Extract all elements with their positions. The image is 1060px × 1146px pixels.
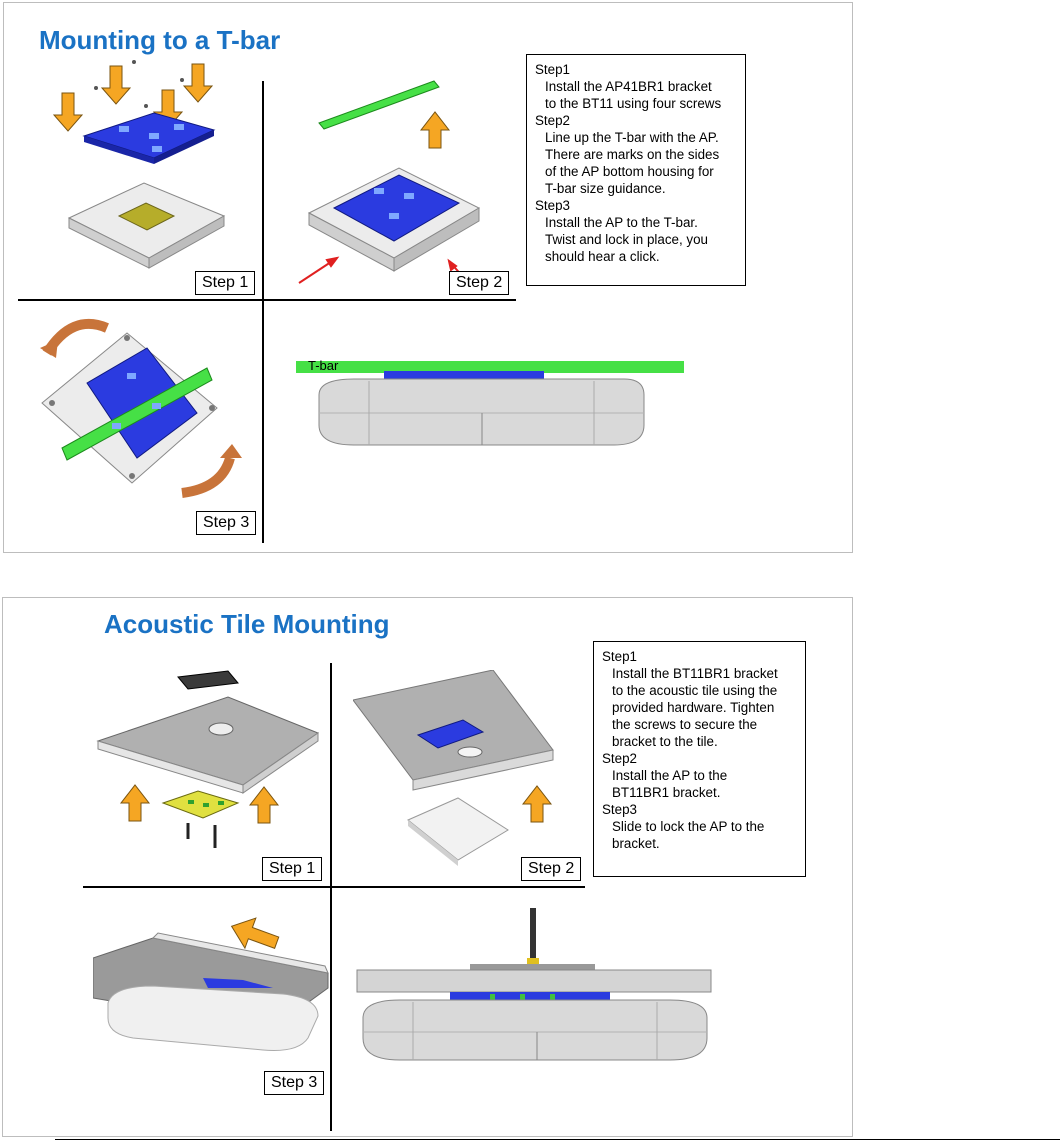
acoustic-step1-figure bbox=[93, 663, 323, 863]
tbar-instructions: Step1 Install the AP41BR1 bracket to the… bbox=[526, 54, 746, 286]
acoustic-title: Acoustic Tile Mounting bbox=[104, 609, 390, 640]
tbar-step2-heading: Step2 bbox=[535, 112, 737, 129]
tbar-step3-heading: Step3 bbox=[535, 197, 737, 214]
acoustic-step2-figure bbox=[353, 670, 593, 870]
acoustic-step1-label: Step 1 bbox=[262, 857, 322, 881]
tbar-title: Mounting to a T-bar bbox=[39, 25, 280, 56]
acoustic-step2-text: Install the AP to the BT11BR1 bracket. bbox=[602, 767, 797, 801]
page-bottom-rule bbox=[55, 1139, 1060, 1140]
acoustic-step2-label: Step 2 bbox=[521, 857, 581, 881]
acoustic-instructions: Step1 Install the BT11BR1 bracket to the… bbox=[593, 641, 806, 877]
acoustic-step1-heading: Step1 bbox=[602, 648, 797, 665]
tbar-divider-vertical bbox=[262, 81, 264, 543]
tbar-step1-text: Install the AP41BR1 bracket to the BT11 … bbox=[535, 78, 737, 112]
tbar-panel: Mounting to a T-bar Step 1 bbox=[3, 2, 853, 553]
acoustic-divider-horizontal bbox=[83, 886, 585, 888]
acoustic-step3-heading: Step3 bbox=[602, 801, 797, 818]
acoustic-step3-label: Step 3 bbox=[264, 1071, 324, 1095]
tbar-step2-text: Line up the T-bar with the AP. There are… bbox=[535, 129, 737, 197]
acoustic-panel: Acoustic Tile Mounting Step 1 Step 2 Ste… bbox=[2, 597, 853, 1137]
tbar-step1-figure bbox=[34, 58, 254, 278]
tbar-step2-figure bbox=[289, 73, 519, 293]
tbar-step2-label: Step 2 bbox=[449, 271, 509, 295]
tbar-side-view-figure bbox=[294, 355, 694, 455]
acoustic-step3-text: Slide to lock the AP to the bracket. bbox=[602, 818, 797, 852]
tbar-step1-heading: Step1 bbox=[535, 61, 737, 78]
acoustic-step1-text: Install the BT11BR1 bracket to the acous… bbox=[602, 665, 797, 750]
tbar-step3-label: Step 3 bbox=[196, 511, 256, 535]
tbar-divider-horizontal bbox=[18, 299, 516, 301]
acoustic-side-view-figure bbox=[355, 908, 715, 1073]
acoustic-step3-figure bbox=[93, 898, 333, 1068]
acoustic-step2-heading: Step2 bbox=[602, 750, 797, 767]
tbar-step3-figure bbox=[32, 308, 262, 508]
tbar-step3-text: Install the AP to the T-bar. Twist and l… bbox=[535, 214, 737, 265]
tbar-step1-label: Step 1 bbox=[195, 271, 255, 295]
tbar-label: T-bar bbox=[308, 358, 338, 373]
